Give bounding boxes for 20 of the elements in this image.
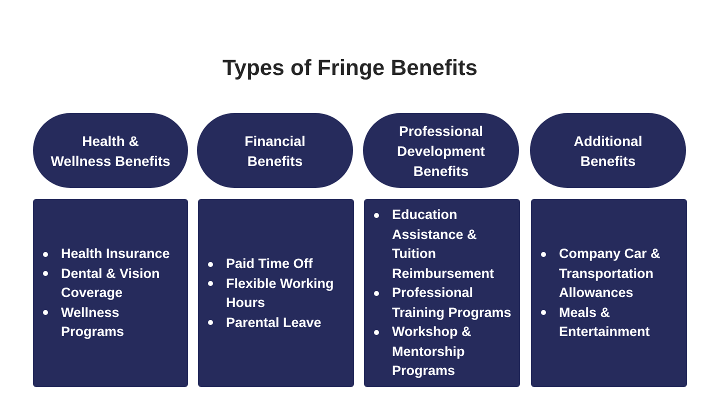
- benefit-item: Professional Training Programs: [392, 284, 512, 322]
- benefit-item: Company Car & Transportation Allowances: [559, 245, 662, 302]
- category-heading: Financial Benefits: [244, 132, 306, 170]
- benefit-item: Meals & Entertainment: [559, 304, 651, 342]
- benefit-item: Parental Leave: [226, 314, 322, 332]
- benefit-item: Health Insurance: [61, 245, 170, 264]
- benefit-item: Paid Time Off: [226, 255, 313, 273]
- benefit-item: Dental & Vision Coverage: [61, 264, 161, 302]
- category-heading: Professional Development Benefits: [396, 122, 486, 180]
- title: Types of Fringe Benefits: [221, 54, 479, 82]
- category-heading: Health & Wellness Benefits: [50, 132, 172, 170]
- benefit-item: Education Assistance & Tuition Reimbursement: [392, 206, 496, 283]
- benefit-panel: [531, 199, 687, 387]
- benefit-panel: [364, 199, 520, 387]
- benefit-item: Workshop & Mentorship Programs: [392, 323, 472, 380]
- benefit-item: Flexible Working Hours: [226, 274, 335, 312]
- category-heading: Additional Benefits: [572, 132, 644, 170]
- benefit-panel: [33, 199, 188, 387]
- benefit-panel: [198, 199, 354, 387]
- benefit-item: Wellness Programs: [61, 304, 126, 342]
